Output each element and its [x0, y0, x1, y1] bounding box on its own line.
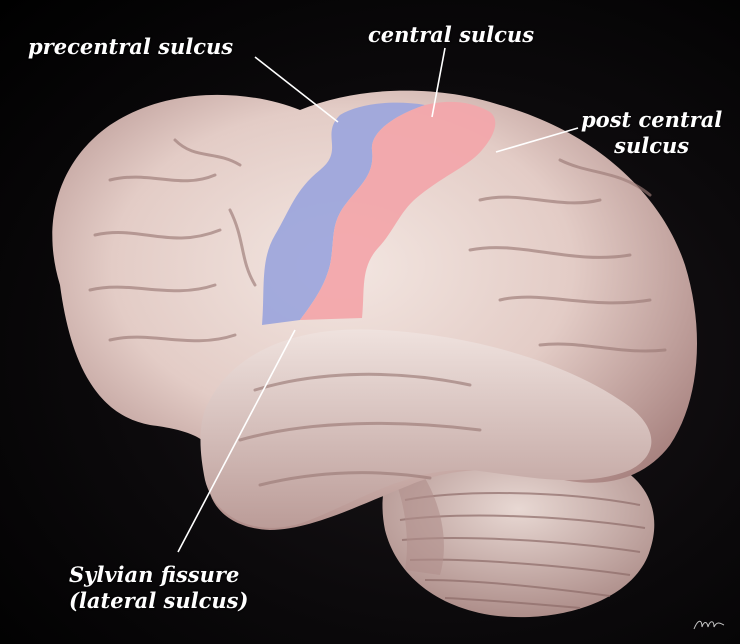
- label-sylvian-line1: Sylvian fissure: [69, 562, 240, 587]
- label-sylvian-line2: (lateral sulcus): [69, 588, 249, 613]
- brain-stem: [395, 470, 444, 575]
- leader-line-postcentral: [495, 127, 579, 153]
- cerebellum-folia: [399, 492, 646, 609]
- precentral-gyrus: [262, 102, 425, 325]
- label-central-sulcus: central sulcus: [368, 22, 535, 47]
- label-post-central-line1: post central: [581, 107, 723, 132]
- postcentral-gyrus: [300, 101, 496, 320]
- label-post-central-line2: sulcus: [614, 133, 690, 158]
- leader-lines: [177, 47, 579, 553]
- label-precentral-sulcus: precentral sulcus: [28, 34, 234, 59]
- label-sylvian-fissure: Sylvian fissure (lateral sulcus): [69, 562, 248, 614]
- artist-signature: [692, 615, 728, 636]
- label-post-central-sulcus: post central sulcus: [581, 107, 722, 159]
- signature-scribble: [693, 620, 725, 630]
- cerebellum: [382, 450, 655, 618]
- cortical-folds: [88, 138, 667, 487]
- leader-line-precentral: [254, 56, 339, 123]
- leader-line-sylvian: [177, 329, 296, 553]
- leader-line-central: [431, 47, 446, 118]
